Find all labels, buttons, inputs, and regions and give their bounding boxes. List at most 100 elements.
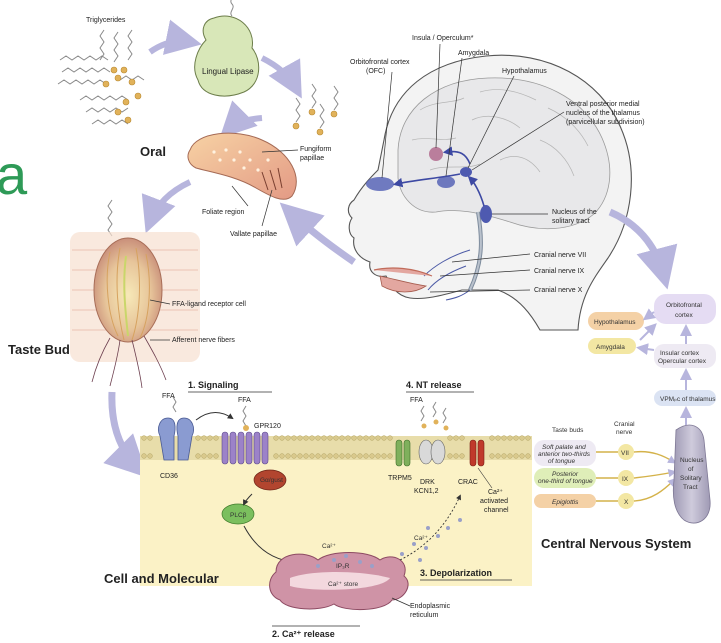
- lipid-head: [328, 454, 333, 459]
- lipid-head: [214, 454, 219, 459]
- ffa-label-cd36: FFA: [162, 393, 175, 400]
- lipid-head: [514, 454, 519, 459]
- lipid-head: [364, 454, 369, 459]
- lipid-head: [454, 454, 459, 459]
- cns-cranial-header-2: nerve: [616, 429, 633, 436]
- lipid-head: [298, 454, 303, 459]
- cn7-label: Cranial nerve VII: [534, 252, 586, 259]
- tongue-illustration: [188, 133, 296, 199]
- lipid-head: [340, 436, 345, 441]
- lipid-head: [358, 436, 363, 441]
- vallate-label: Vallate papillae: [230, 231, 277, 238]
- taste-bud-label: Taste Bud: [8, 342, 70, 357]
- arrow-ffa-to-tongue: [228, 118, 262, 130]
- er-label-2: reticulum: [410, 612, 439, 619]
- insula-label: Insula / Operculum*: [412, 35, 474, 42]
- lipid-head: [304, 436, 309, 441]
- nts-box-label-2: of: [688, 466, 694, 473]
- lipid-head: [322, 454, 327, 459]
- ofc-box: [654, 294, 716, 324]
- lipid-head: [286, 454, 291, 459]
- fungiform-label: Fungiform: [300, 146, 332, 153]
- cns-label: Central Nervous System: [541, 536, 691, 551]
- lipid-head: [508, 436, 513, 441]
- lipid-head: [496, 454, 501, 459]
- drk-label-2: KCN1,2: [414, 488, 439, 495]
- lipid-head: [454, 436, 459, 441]
- nt-release-ffa: [421, 402, 449, 431]
- nts-box-label-4: Tract: [683, 484, 698, 491]
- cn9-label: Cranial nerve IX: [534, 268, 585, 275]
- ofc-label-1: Orbitofrontal cortex: [350, 59, 410, 66]
- lipid-head: [292, 454, 297, 459]
- ca-store-label: Ca²⁺ store: [328, 581, 359, 588]
- triglycerides-label: Triglycerides: [86, 17, 126, 24]
- arrow-bud-to-cell: [112, 392, 138, 468]
- lipid-head: [148, 454, 153, 459]
- lipid-head: [196, 436, 201, 441]
- arrow-lipase-to-ffa: [262, 58, 296, 88]
- lipid-head: [322, 436, 327, 441]
- lipid-head: [310, 454, 315, 459]
- cd36-label: CD36: [160, 473, 178, 480]
- lipid-head: [292, 436, 297, 441]
- lipid-head: [490, 454, 495, 459]
- vpm-label-2: nucleus of the thalamus: [566, 110, 640, 117]
- afferent-label: Afferent nerve fibers: [172, 337, 235, 344]
- plcb-enzyme: PLCβ: [222, 504, 254, 524]
- cn-x-label: X: [624, 499, 629, 506]
- lipid-head: [202, 454, 207, 459]
- lipid-head: [490, 436, 495, 441]
- lipid-head: [352, 436, 357, 441]
- lipid-head: [214, 436, 219, 441]
- lipid-head: [502, 436, 507, 441]
- ofc-label-2: (OFC): [366, 68, 385, 75]
- nts-label-1: Nucleus of the: [552, 209, 597, 216]
- arrow-to-lipase: [150, 41, 190, 52]
- lipid-head: [346, 454, 351, 459]
- insular-box-label-1: Insular cortex: [660, 350, 700, 357]
- lipid-head: [520, 436, 525, 441]
- step-depolarization: 3. Depolarization: [420, 568, 492, 578]
- lipid-head: [382, 436, 387, 441]
- lipid-head: [370, 436, 375, 441]
- foliate-label: Foliate region: [202, 209, 245, 216]
- ip3r-label: IP₃R: [336, 563, 350, 570]
- lipid-head: [274, 436, 279, 441]
- lipid-head: [388, 436, 393, 441]
- gpr120-label: GPR120: [254, 423, 281, 430]
- lipid-head: [460, 436, 465, 441]
- lipid-head: [508, 454, 513, 459]
- arrow-head-to-tongue: [290, 212, 354, 262]
- ca-activated-2: activated: [480, 498, 508, 505]
- cn-ix-label: IX: [622, 476, 629, 483]
- lipid-head: [364, 436, 369, 441]
- ofc-box-label-1: Orbitofrontal: [666, 302, 702, 309]
- fungiform-label-2: papillae: [300, 155, 324, 162]
- cns-cranial-header-1: Cranial: [614, 421, 635, 428]
- lipid-head: [334, 436, 339, 441]
- lipid-head: [208, 454, 213, 459]
- lipid-head: [202, 436, 207, 441]
- ca-top-label: Ca²⁺: [322, 543, 336, 550]
- lipid-head: [208, 436, 213, 441]
- lipid-head: [316, 454, 321, 459]
- arrow-tongue-to-taste-bud: [150, 182, 190, 222]
- row-soft-palate-2: anterior two-thirds: [538, 451, 591, 458]
- oral-label: Oral: [140, 144, 166, 159]
- lipid-head: [280, 436, 285, 441]
- ca-activated-1: Ca²⁺: [488, 489, 503, 496]
- svg-text:Gα/gust: Gα/gust: [260, 477, 283, 484]
- taste-bud-illustration: [70, 200, 200, 388]
- lipid-head: [346, 436, 351, 441]
- hypothalamus-box-label: Hypothalamus: [594, 319, 636, 326]
- lipid-head: [316, 436, 321, 441]
- edge-letter-fragment: a: [0, 143, 28, 206]
- cns-taste-buds-header: Taste buds: [552, 427, 584, 434]
- lipid-head: [502, 454, 507, 459]
- lipid-head: [286, 436, 291, 441]
- vpm-label-3: (parvicellular subdivision): [566, 119, 645, 126]
- lipid-head: [310, 436, 315, 441]
